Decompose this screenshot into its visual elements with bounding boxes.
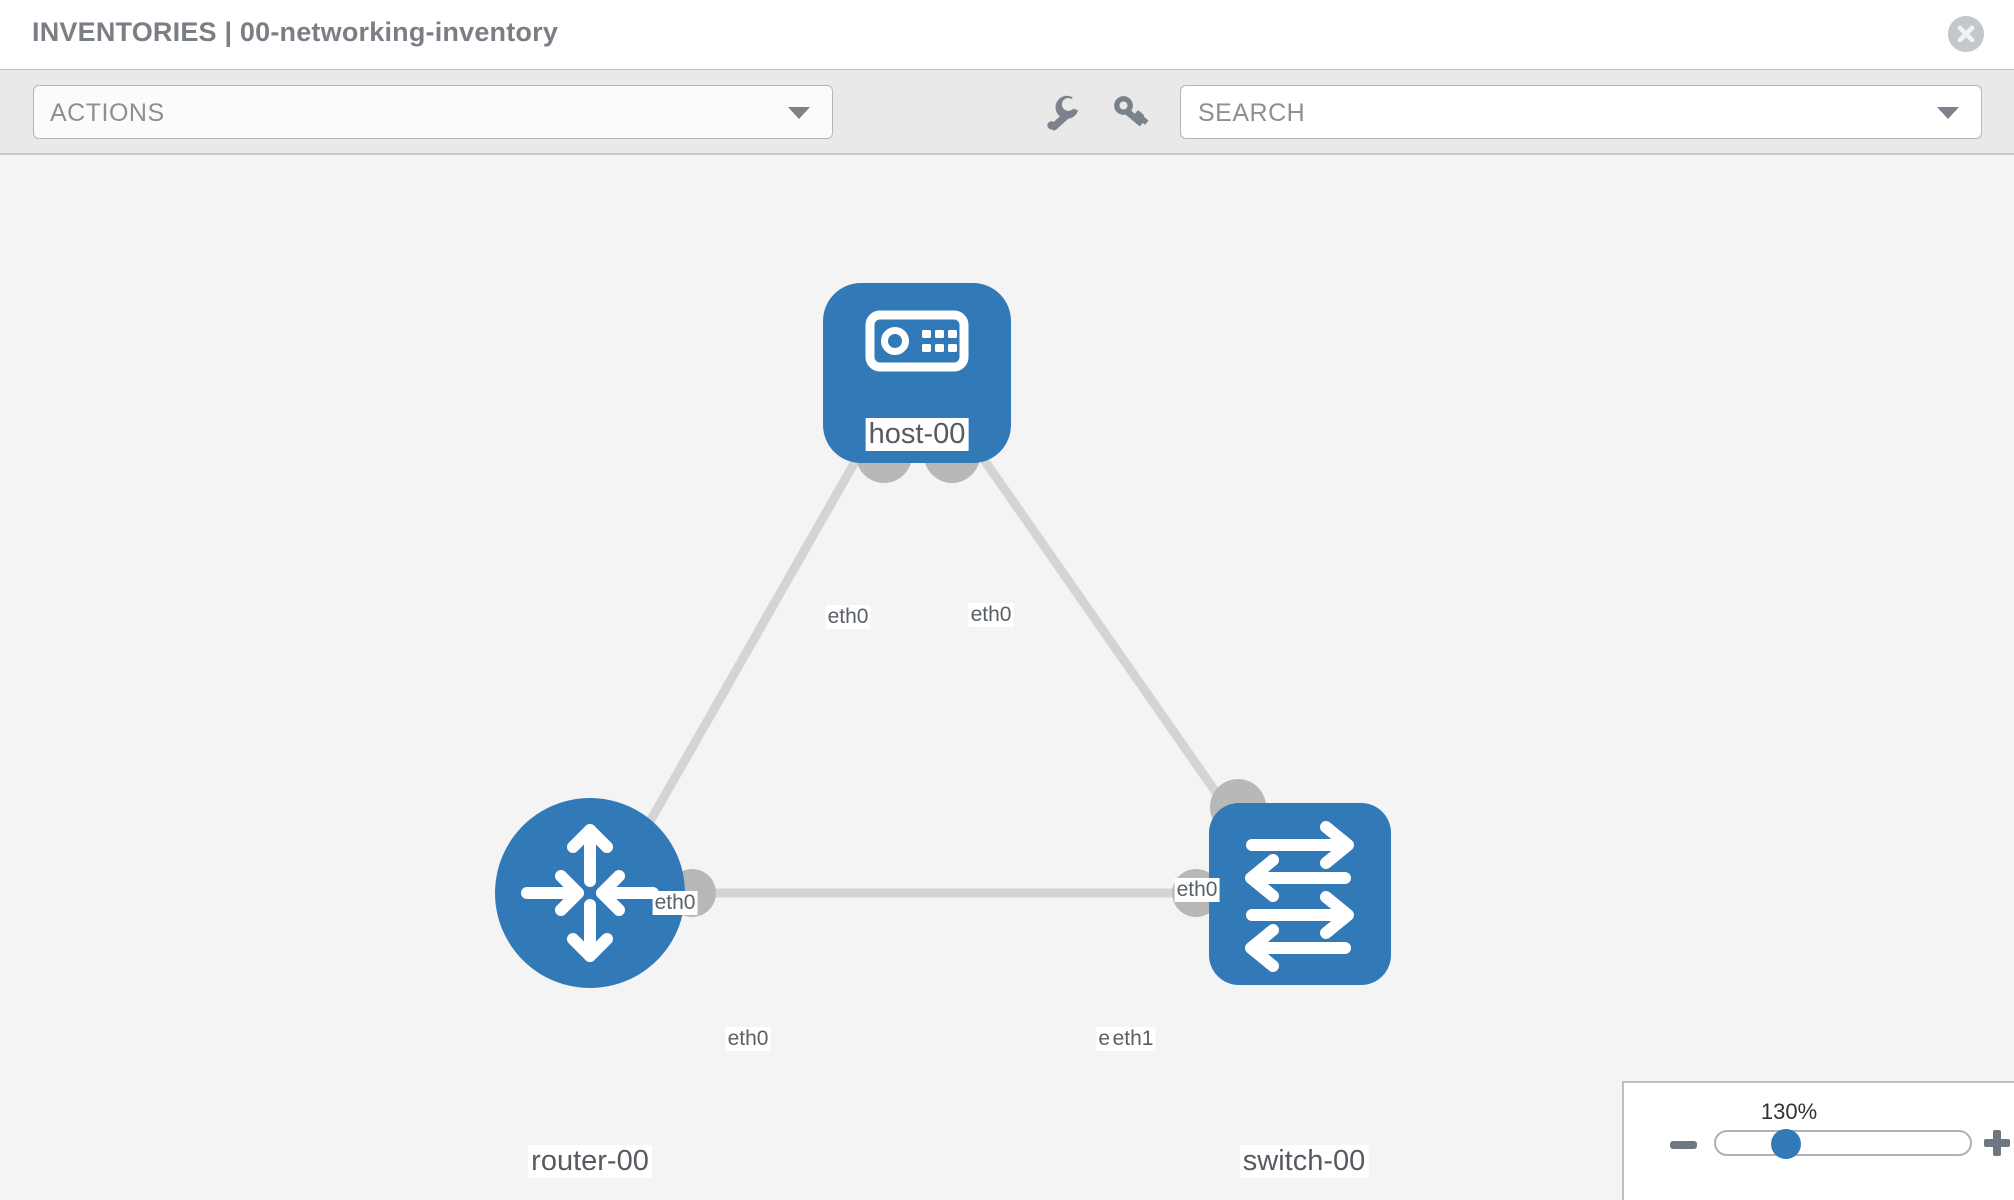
server-icon	[865, 310, 969, 372]
node-switch-00-shape	[1209, 803, 1391, 985]
node-switch-00	[1209, 803, 1391, 985]
wrench-icon[interactable]	[1042, 92, 1084, 134]
edge-label-host-switch-target: eth0	[1174, 878, 1220, 902]
zoom-in-button[interactable]	[1984, 1130, 2010, 1156]
actions-dropdown-label: ACTIONS	[50, 99, 165, 127]
edge-label-host-switch-source: eth0	[968, 603, 1014, 627]
node-router-00	[495, 798, 685, 988]
edge-host-router	[620, 408, 888, 870]
close-icon[interactable]	[1948, 16, 1984, 52]
node-label-host-00: host-00	[865, 418, 969, 451]
zoom-slider-thumb[interactable]	[1771, 1129, 1801, 1159]
topology-edges	[620, 408, 1272, 898]
edge-label-host-router-target: eth0	[652, 891, 698, 915]
edge-label-host-router-source: eth0	[825, 605, 871, 629]
topology-connectors	[668, 427, 1266, 917]
zoom-slider-track[interactable]	[1714, 1130, 1972, 1156]
zoom-level-value: 130%	[1760, 1099, 1818, 1124]
chevron-down-icon[interactable]	[1937, 107, 1959, 119]
actions-dropdown[interactable]: ACTIONS	[33, 85, 833, 139]
zoom-out-button[interactable]	[1670, 1141, 1697, 1149]
node-label-switch-00: switch-00	[1239, 1145, 1369, 1178]
router-arrows-icon	[521, 824, 659, 962]
toolbar: ACTIONS	[0, 69, 2014, 155]
switch-arrows-icon	[1245, 821, 1354, 972]
chevron-down-icon	[788, 107, 810, 119]
topology-graph	[495, 283, 1391, 988]
topology-canvas[interactable]: host-00 router-00 switch-00 eth0 eth0 et…	[0, 155, 2014, 1200]
zoom-control-panel: 130%	[1622, 1081, 2014, 1200]
edge-host-switch	[946, 408, 1272, 870]
node-router-00-shape	[495, 798, 685, 988]
key-icon[interactable]	[1110, 92, 1152, 134]
edge-label-router-switch-target: eth1	[1110, 1027, 1156, 1051]
page-title: INVENTORIES | 00-networking-inventory	[32, 17, 559, 47]
node-label-router-00: router-00	[528, 1145, 652, 1178]
search-input[interactable]: SEARCH	[1180, 85, 1982, 139]
page-header: INVENTORIES | 00-networking-inventory	[0, 0, 2014, 69]
search-placeholder: SEARCH	[1198, 99, 1306, 127]
edge-label-router-switch-source: eth0	[725, 1027, 771, 1051]
